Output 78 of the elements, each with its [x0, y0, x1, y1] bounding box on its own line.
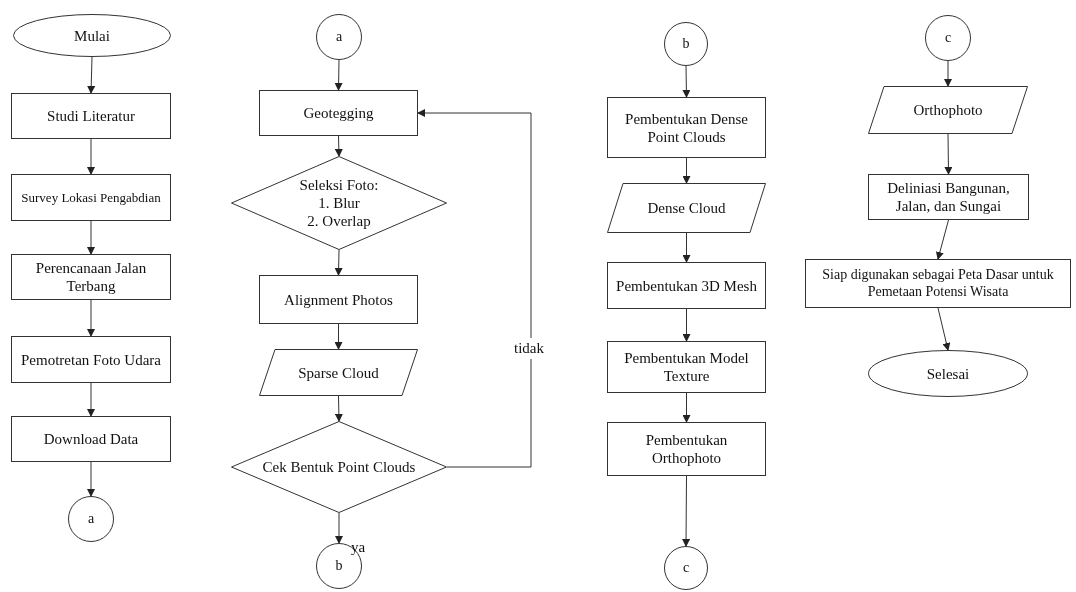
arrow	[334, 395, 343, 422]
arrow	[87, 56, 96, 94]
node-label: Deliniasi Bangunan, Jalan, dan Sungai	[886, 179, 1011, 215]
arrow	[682, 65, 691, 98]
arrow	[87, 382, 95, 417]
arrow	[335, 512, 343, 544]
node-label: Cek Bentuk Point Clouds	[262, 458, 416, 476]
node-label: Orthophoto	[913, 101, 983, 119]
process-box	[11, 93, 171, 139]
process-box	[805, 259, 1071, 308]
arrow	[334, 323, 343, 350]
node-label: Selesai	[926, 364, 970, 383]
edge-label: ya	[351, 539, 366, 556]
data-parallelogram	[868, 86, 1028, 134]
node-label: Pembentukan Orthophoto	[644, 431, 729, 467]
node-label: Studi Literatur	[47, 107, 135, 125]
arrow	[334, 135, 343, 157]
node-label: Perencanaan Jalan Terbang	[34, 259, 148, 295]
node-label: b	[682, 35, 690, 53]
edge-label: tidak	[514, 338, 544, 359]
connector-circle	[664, 546, 708, 590]
terminator-ellipse	[13, 14, 171, 57]
node-label: Mulai	[74, 26, 110, 45]
decision-diamond	[231, 421, 447, 513]
arrow	[417, 109, 532, 468]
data-parallelogram	[607, 183, 766, 233]
arrow	[937, 307, 951, 351]
process-box	[11, 416, 171, 462]
node-label: a	[335, 28, 343, 46]
arrow	[682, 308, 691, 342]
process-box	[259, 90, 418, 136]
node-label: 1. Blur	[318, 194, 360, 212]
data-parallelogram	[259, 349, 418, 396]
arrow	[334, 249, 343, 276]
decision-diamond	[231, 156, 447, 250]
process-box	[607, 341, 766, 393]
arrow	[944, 133, 953, 175]
node-label: Seleksi Foto:	[299, 176, 379, 194]
arrow	[87, 138, 95, 175]
node-label: Pemotretan Foto Udara	[21, 350, 161, 369]
arrow	[944, 60, 952, 87]
node-label: Geotegging	[303, 104, 374, 122]
terminator-ellipse	[868, 350, 1028, 397]
node-label: Pembentukan Dense Point Clouds	[624, 109, 749, 146]
node-label: Sparse Cloud	[298, 363, 379, 382]
node-label: a	[87, 510, 95, 528]
connector-circle	[316, 14, 362, 60]
process-box	[607, 422, 766, 476]
arrow	[87, 220, 95, 255]
process-box	[11, 254, 171, 300]
node-label: Survey Lokasi Pengabdian	[21, 189, 161, 206]
node-label: c	[944, 29, 952, 47]
connector-circle	[925, 15, 971, 61]
process-box	[11, 336, 171, 383]
arrow	[682, 392, 691, 423]
process-box	[868, 174, 1029, 220]
process-box	[607, 97, 766, 158]
process-box	[607, 262, 766, 309]
node-label: Pembentukan Model Texture	[623, 349, 750, 385]
arrow	[682, 157, 691, 184]
arrow	[935, 219, 949, 260]
node-label: 2. Overlap	[307, 212, 371, 230]
arrow	[682, 232, 691, 263]
node-label: Dense Cloud	[647, 199, 726, 217]
node-label: Siap digunakan sebagai Peta Dasar untuk Pemetaan Potensi Wisata	[821, 266, 1055, 301]
connector-circle	[68, 496, 114, 542]
arrow	[87, 299, 95, 337]
node-label: Pembentukan 3D Mesh	[616, 276, 757, 295]
connector-circle	[664, 22, 708, 66]
arrow	[334, 59, 343, 91]
process-box	[259, 275, 418, 324]
process-box	[11, 174, 171, 221]
node-label: Alignment Photos	[284, 290, 393, 309]
arrow	[682, 475, 691, 547]
arrow	[87, 461, 95, 497]
node-label: Download Data	[43, 430, 139, 448]
node-label: b	[335, 557, 343, 575]
node-label: c	[682, 559, 690, 577]
